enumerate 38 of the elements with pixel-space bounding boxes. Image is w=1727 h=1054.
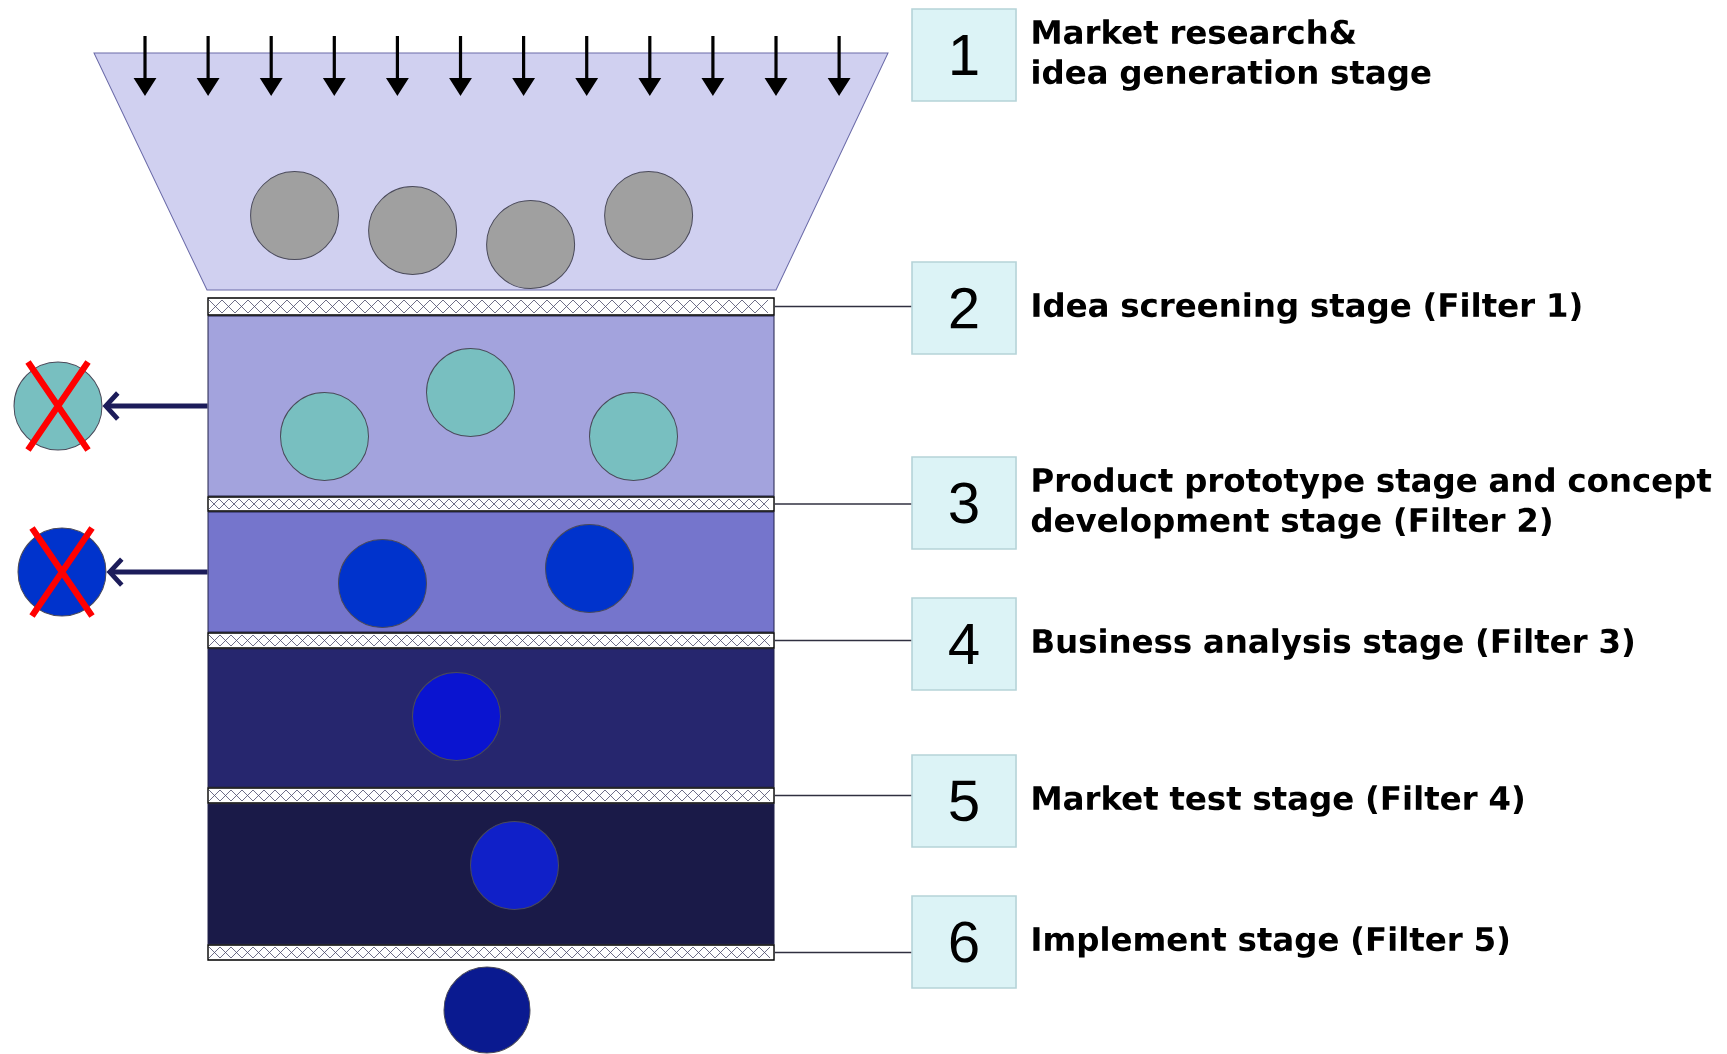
- stage-label: Idea screening stage (Filter 1): [1033, 292, 1581, 324]
- idea-circle: [443, 966, 531, 1054]
- idea-circle: [486, 200, 576, 290]
- number-box: 2: [911, 261, 1017, 355]
- connector-line: [774, 794, 912, 797]
- connector-line: [774, 503, 912, 505]
- filter-bar: [207, 787, 775, 804]
- idea-circle: [426, 348, 515, 437]
- idea-circle: [470, 821, 559, 910]
- connector-line: [774, 305, 912, 308]
- idea-circle: [338, 539, 427, 628]
- stage-label: Product prototype stage and concept development stage (Filter 2): [1031, 467, 1712, 539]
- connector-line: [774, 639, 912, 642]
- number-box: 6: [911, 895, 1017, 989]
- rejected-idea-circle: [13, 358, 103, 454]
- idea-circle: [545, 524, 634, 613]
- stage-label: Market research& idea generation stage: [1033, 19, 1431, 91]
- filter-bar: [207, 496, 775, 512]
- stage-label: Implement stage (Filter 5): [1033, 926, 1509, 958]
- idea-circle: [280, 392, 369, 481]
- filter-bar: [207, 297, 775, 316]
- number-box: 1: [911, 8, 1017, 102]
- stage-label: Business analysis stage (Filter 3): [1033, 628, 1633, 660]
- idea-circle: [250, 171, 340, 261]
- idea-circle: [589, 392, 678, 481]
- rejected-idea-circle: [17, 524, 107, 620]
- arrow: [106, 557, 208, 587]
- number-box: 5: [911, 754, 1017, 848]
- connector-line: [774, 951, 912, 954]
- idea-circle: [412, 672, 501, 761]
- idea-circle: [368, 186, 458, 276]
- stage-label: Market test stage (Filter 4): [1033, 785, 1523, 817]
- filter-bar: [207, 632, 775, 649]
- arrow: [102, 391, 208, 421]
- filter-bar: [207, 944, 775, 961]
- number-box: 3: [911, 456, 1017, 550]
- idea-circle: [604, 171, 694, 261]
- number-box: 4: [911, 597, 1017, 691]
